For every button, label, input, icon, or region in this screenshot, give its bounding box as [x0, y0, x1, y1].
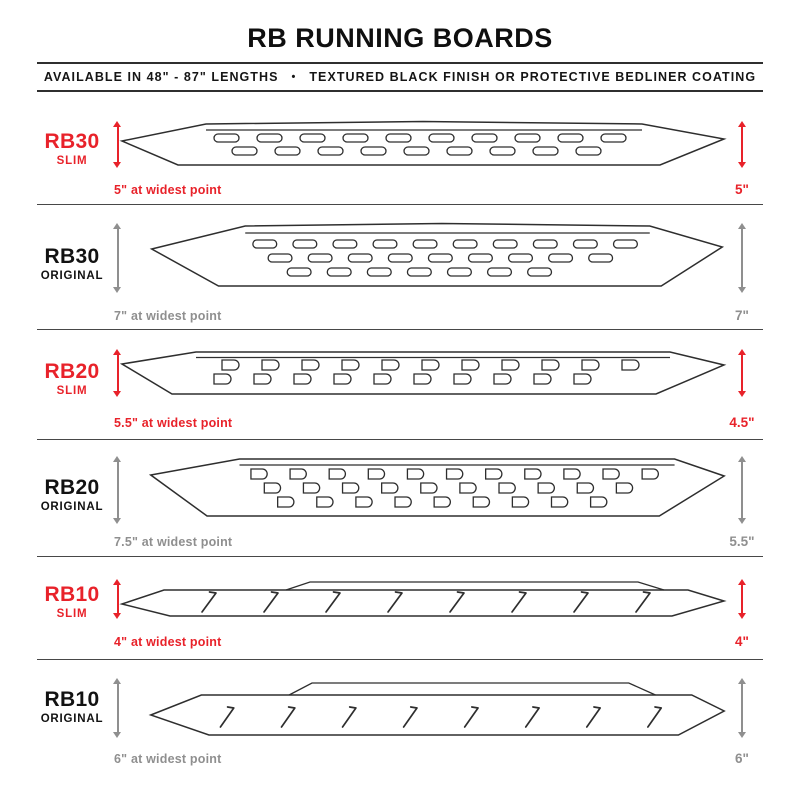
- height-label: 4.5": [729, 415, 755, 430]
- width-arrow-icon: [113, 223, 122, 293]
- height-label: 5": [735, 182, 749, 197]
- width-arrow-icon: [113, 121, 122, 168]
- model-label: RB20 ORIGINAL: [32, 476, 112, 513]
- height-arrow-icon: [737, 121, 747, 168]
- model-label: RB10 ORIGINAL: [32, 688, 112, 725]
- width-arrow-icon: [113, 349, 122, 397]
- width-arrow-icon: [113, 678, 122, 738]
- rb20-slim-board-drawing: [118, 344, 728, 402]
- height-arrow-icon: [737, 223, 747, 293]
- rb10-original-board-drawing: [146, 673, 728, 745]
- model-variant: SLIM: [56, 384, 88, 397]
- widest-point-label: 5" at widest point: [114, 183, 222, 197]
- model-variant: ORIGINAL: [40, 500, 104, 513]
- header-rule-top: [37, 62, 763, 64]
- subtitle-lengths: AVAILABLE IN 48" - 87" LENGTHS: [43, 70, 279, 84]
- widest-point-label: 6" at widest point: [114, 752, 222, 766]
- subtitle: AVAILABLE IN 48" - 87" LENGTHS • TEXTURE…: [0, 64, 800, 90]
- slash-treads-pattern: [220, 707, 661, 727]
- rb30-original-board-drawing: [146, 216, 728, 300]
- slash-treads-pattern: [202, 592, 650, 612]
- widest-point-label: 5.5" at widest point: [114, 416, 233, 430]
- height-label: 6": [735, 751, 749, 766]
- height-label: 5.5": [729, 534, 755, 549]
- board-row-rb10-original: RB10 ORIGINAL 6" at widest point 6": [0, 660, 800, 775]
- model-variant: SLIM: [56, 607, 88, 620]
- d-slots-pattern: [251, 469, 658, 507]
- height-arrow-icon: [737, 579, 747, 619]
- model-name: RB10: [44, 688, 100, 711]
- width-arrow-icon: [113, 579, 122, 619]
- board-row-rb20-original: RB20 ORIGINAL 7.5" at widest point 5.5": [0, 440, 800, 557]
- subtitle-finish: TEXTURED BLACK FINISH OR PROTECTIVE BEDL…: [309, 70, 757, 84]
- board-row-rb30-original: RB30 ORIGINAL 7" at widest point 7": [0, 205, 800, 330]
- subtitle-bullet: •: [291, 71, 297, 83]
- height-arrow-icon: [737, 349, 747, 397]
- model-label: RB20 SLIM: [32, 360, 112, 397]
- widest-point-label: 4" at widest point: [114, 635, 222, 649]
- model-name: RB20: [44, 476, 100, 499]
- model-name: RB10: [44, 583, 100, 606]
- footer-spacer: [0, 775, 800, 800]
- rb10-slim-board-drawing: [118, 576, 728, 622]
- model-variant: SLIM: [56, 154, 88, 167]
- widest-point-label: 7" at widest point: [114, 309, 222, 323]
- height-label: 7": [735, 308, 749, 323]
- height-label: 4": [735, 634, 749, 649]
- board-row-rb10-slim: RB10 SLIM 4" at widest point 4": [0, 557, 800, 660]
- width-arrow-icon: [113, 456, 122, 524]
- d-slots-pattern: [214, 360, 639, 384]
- header: RB RUNNING BOARDS AVAILABLE IN 48" - 87"…: [0, 0, 800, 100]
- header-rule-bottom: [37, 90, 763, 92]
- rb20-original-board-drawing: [146, 450, 728, 532]
- model-name: RB20: [44, 360, 100, 383]
- model-label: RB10 SLIM: [32, 583, 112, 620]
- oval-slots-pattern: [214, 134, 626, 155]
- model-name: RB30: [44, 130, 100, 153]
- widest-point-label: 7.5" at widest point: [114, 535, 233, 549]
- model-name: RB30: [44, 245, 100, 268]
- board-row-rb20-slim: RB20 SLIM 5.5" at widest point 4.5": [0, 330, 800, 440]
- height-arrow-icon: [737, 456, 747, 524]
- model-label: RB30 ORIGINAL: [32, 245, 112, 282]
- model-label: RB30 SLIM: [32, 130, 112, 167]
- height-arrow-icon: [737, 678, 747, 738]
- oval-slots-pattern: [253, 240, 638, 276]
- board-row-rb30-slim: RB30 SLIM 5" at widest point 5": [0, 100, 800, 205]
- page-title: RB RUNNING BOARDS: [247, 23, 553, 53]
- model-variant: ORIGINAL: [40, 269, 104, 282]
- model-variant: ORIGINAL: [40, 712, 104, 725]
- rb30-slim-board-drawing: [118, 115, 728, 173]
